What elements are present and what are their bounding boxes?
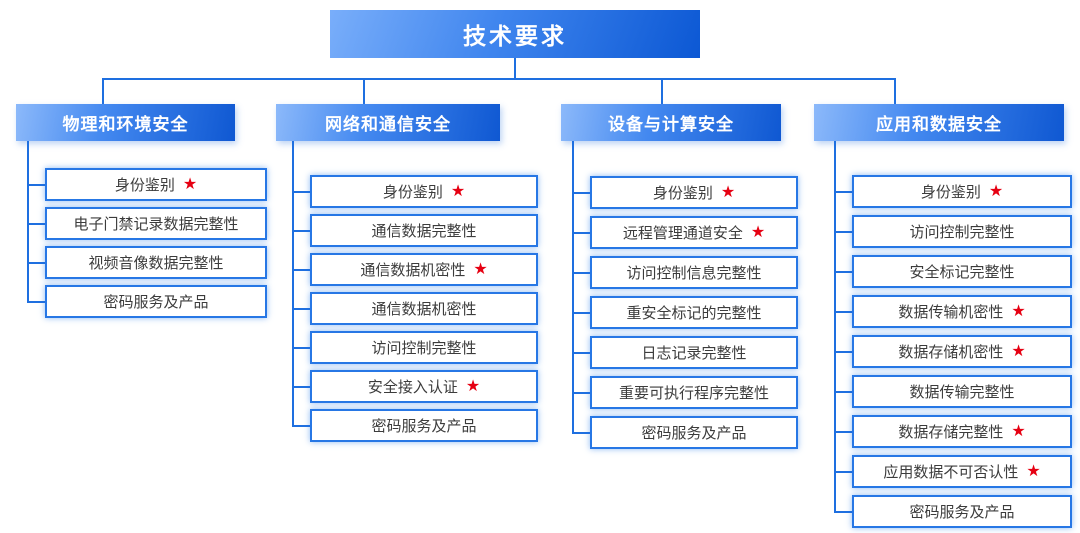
leaf-node: 密码服务及产品 xyxy=(834,495,1072,528)
leaf-label: 电子门禁记录数据完整性 xyxy=(73,216,239,233)
connector-horizontal-rail xyxy=(102,78,896,80)
leaf-label: 访问控制完整性 xyxy=(371,340,477,357)
leaf-label: 访问控制信息完整性 xyxy=(626,265,762,282)
leaf-label: 身份鉴别 xyxy=(920,184,981,201)
leaf-label: 通信数据完整性 xyxy=(371,223,477,240)
branch-leaf-list: 身份鉴别★ 访问控制完整性 安全标记完整性 数据传输机密性★ 数据存储机密性★ … xyxy=(834,141,1072,528)
leaf-node: 日志记录完整性 xyxy=(572,336,798,369)
leaf-node: 数据传输完整性 xyxy=(834,375,1072,408)
leaf-label: 数据存储完整性 xyxy=(898,424,1004,441)
leaf-node: 视频音像数据完整性 xyxy=(27,246,267,279)
leaf-label: 重安全标记的完整性 xyxy=(626,305,762,322)
branch-leaf-list: 身份鉴别 ★ 远程管理通道安全 ★ 访问控制信息完整性 重安全标记的完整性 日志记录… xyxy=(572,141,798,449)
leaf-node: 电子门禁记录数据完整性 xyxy=(27,207,267,240)
star-icon: ★ xyxy=(182,175,198,193)
leaf-node: 数据存储机密性 ★ xyxy=(834,335,1072,368)
leaf-label: 通信数据机密性 xyxy=(371,301,477,318)
leaf-label: 数据传输机密性 xyxy=(898,304,1004,321)
leaf-node: 数据存储完整性 ★ xyxy=(834,415,1072,448)
branch-header: 设备与计算安全 xyxy=(561,104,781,141)
star-icon: ★ xyxy=(988,182,1004,200)
star-icon: ★ xyxy=(450,182,466,200)
leaf-node: 身份鉴别 ★ xyxy=(572,176,798,209)
leaf-label: 密码服务及产品 xyxy=(641,425,747,442)
branch-leaf-list: 身份鉴别 ★ 通信数据完整性 通信数据机密性 ★ 通信数据机密性 访问控制完整性 安… xyxy=(292,141,538,442)
connector-drop-branch-4 xyxy=(894,78,896,104)
leaf-node: 通信数据机密性 ★ xyxy=(292,253,538,286)
leaf-node: 访问控制完整性 xyxy=(292,331,538,364)
leaf-node: 访问控制信息完整性 xyxy=(572,256,798,289)
leaf-label: 身份鉴别 xyxy=(114,177,175,194)
leaf-label: 身份鉴别 xyxy=(652,185,713,202)
connector-drop-branch-2 xyxy=(363,78,365,104)
leaf-label: 日志记录完整性 xyxy=(641,345,747,362)
leaf-label: 安全标记完整性 xyxy=(909,264,1015,281)
leaf-node: 密码服务及产品 xyxy=(292,409,538,442)
leaf-node: 安全标记完整性 xyxy=(834,255,1072,288)
leaf-node: 应用数据不可否认性 ★ xyxy=(834,455,1072,488)
branch-device-computing-security: 设备与计算安全 身份鉴别 ★ 远程管理通道安全 ★ 访问控制信息完整性 重安全标记的… xyxy=(561,104,798,449)
branch-header: 网络和通信安全 xyxy=(276,104,500,141)
leaf-node: 密码服务及产品 xyxy=(572,416,798,449)
leaf-node: 远程管理通道安全 ★ xyxy=(572,216,798,249)
star-icon: ★ xyxy=(720,183,736,201)
branch-application-data-security: 应用和数据安全 身份鉴别 ★ 访问控制完整性 安全标记完整性 数据传输机密性 ★ 数… xyxy=(814,104,1072,528)
leaf-node: 重要可执行程序完整性 xyxy=(572,376,798,409)
leaf-label: 应用数据不可否认性 xyxy=(883,464,1019,481)
leaf-label: 数据存储机密性 xyxy=(898,344,1004,361)
star-icon: ★ xyxy=(465,377,481,395)
branch-header: 物理和环境安全 xyxy=(16,104,235,141)
leaf-label: 身份鉴别 xyxy=(382,184,443,201)
connector-root-stub xyxy=(514,58,516,80)
leaf-label: 通信数据机密性 xyxy=(360,262,466,279)
leaf-label: 访问控制完整性 xyxy=(909,224,1015,241)
star-icon: ★ xyxy=(1011,422,1026,440)
star-icon: ★ xyxy=(473,260,488,278)
leaf-node: 访问控制完整性 xyxy=(834,215,1072,248)
leaf-node: 安全接入认证 ★ xyxy=(292,370,538,403)
leaf-node: 身份鉴别 ★ xyxy=(292,175,538,208)
leaf-label: 视频音像数据完整性 xyxy=(88,255,224,272)
branch-network-communication-security: 网络和通信安全 身份鉴别 ★ 通信数据完整性 通信数据机密性 ★ 通信数据机密性 访… xyxy=(276,104,538,442)
leaf-label: 密码服务及产品 xyxy=(103,294,209,311)
leaf-label: 安全接入认证 xyxy=(367,379,458,396)
leaf-label: 密码服务及产品 xyxy=(371,418,477,435)
connector-drop-branch-1 xyxy=(102,78,104,104)
star-icon: ★ xyxy=(1011,342,1026,360)
leaf-node: 通信数据机密性 xyxy=(292,292,538,325)
branch-leaf-list: 身份鉴别 ★ 电子门禁记录数据完整性 视频音像数据完整性 密码服务及产品 xyxy=(27,141,267,318)
leaf-label: 密码服务及产品 xyxy=(909,504,1015,521)
leaf-label: 重要可执行程序完整性 xyxy=(618,385,769,402)
star-icon: ★ xyxy=(750,223,766,241)
leaf-node: 身份鉴别 ★ xyxy=(834,175,1072,208)
leaf-label: 数据传输完整性 xyxy=(909,384,1015,401)
leaf-node: 通信数据完整性 xyxy=(292,214,538,247)
leaf-node: 身份鉴别 ★ xyxy=(27,168,267,201)
leaf-node: 密码服务及产品 xyxy=(27,285,267,318)
star-icon: ★ xyxy=(1011,302,1026,320)
leaf-label: 远程管理通道安全 xyxy=(622,225,743,242)
branch-header: 应用和数据安全 xyxy=(814,104,1064,141)
leaf-node: 重安全标记的完整性 xyxy=(572,296,798,329)
star-icon: ★ xyxy=(1026,462,1041,480)
connector-drop-branch-3 xyxy=(661,78,663,104)
leaf-node: 数据传输机密性 ★ xyxy=(834,295,1072,328)
root-node-title: 技术要求 xyxy=(330,10,700,58)
branch-physical-environment-security: 物理和环境安全 身份鉴别 ★ 电子门禁记录数据完整性 视频音像数据完整性 密码服务… xyxy=(16,104,267,318)
